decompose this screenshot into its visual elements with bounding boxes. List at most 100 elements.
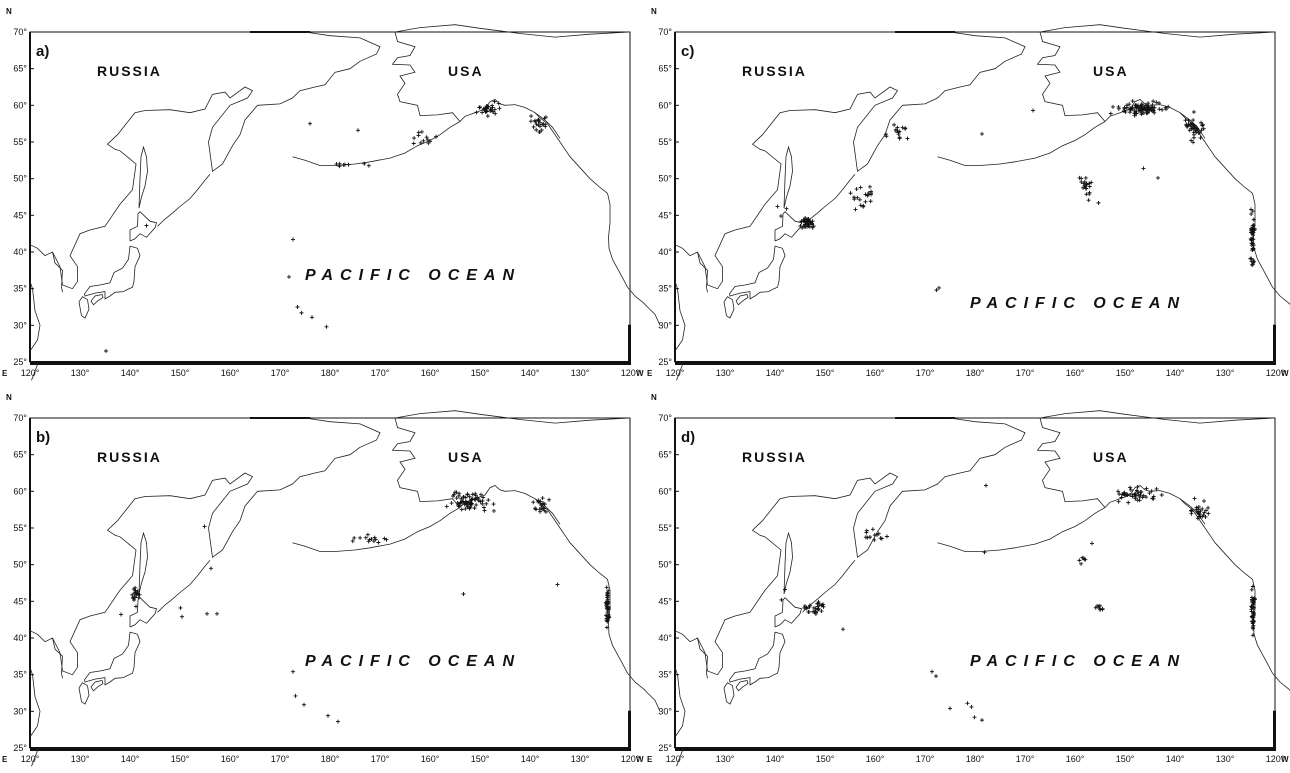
lon-tick-label: 150° — [1116, 754, 1135, 764]
earthquake-marker — [853, 207, 858, 212]
lat-tick-label: 65° — [13, 450, 27, 460]
earthquake-marker — [538, 502, 543, 507]
earthquake-marker — [541, 122, 546, 127]
earthquake-marker — [449, 501, 454, 506]
earthquake-marker — [119, 612, 123, 617]
lat-tick-label: 45° — [13, 210, 27, 220]
earthquake-marker — [538, 499, 543, 504]
earthquake-marker — [539, 128, 544, 133]
coastline-china — [674, 667, 686, 738]
earthquake-marker — [984, 483, 988, 488]
earthquake-marker — [872, 533, 877, 538]
panel-label: d) — [681, 429, 695, 446]
lat-tick-label: 65° — [658, 450, 672, 460]
earthquake-marker — [1128, 108, 1133, 113]
earthquake-marker — [897, 135, 902, 140]
coastline-kurils — [802, 174, 856, 227]
lon-tick-label: 130° — [71, 754, 90, 764]
lat-tick-label: 65° — [13, 64, 27, 74]
lon-tick-label: 140° — [121, 754, 140, 764]
frame-left-bar — [674, 32, 676, 362]
lon-tick-label: 130° — [1216, 754, 1235, 764]
earthquake-marker — [1130, 494, 1135, 499]
earthquake-marker — [1141, 166, 1146, 171]
earthquake-marker — [491, 508, 496, 513]
earthquake-marker — [1157, 101, 1162, 106]
earthquake-marker — [1110, 104, 1115, 109]
earthquake-marker — [1150, 102, 1155, 107]
earthquake-marker — [421, 138, 426, 143]
earthquake-marker — [205, 611, 209, 616]
earthquake-marker — [496, 101, 501, 106]
map-frame — [29, 31, 631, 363]
earthquake-marker — [365, 532, 370, 537]
earthquake-marker — [1079, 176, 1084, 181]
earthquake-marker — [1250, 633, 1255, 638]
coastline-koreaW — [697, 637, 708, 679]
coastline-asiaMain — [29, 31, 381, 290]
earthquake-marker — [476, 498, 481, 503]
lon-tick-label: 140° — [1166, 368, 1185, 378]
earthquake-marker — [1251, 223, 1256, 228]
lon-tick-label: 120° — [1266, 754, 1285, 764]
earthquake-marker — [1135, 498, 1140, 503]
coastline-kurils — [802, 560, 856, 613]
panel-label: a) — [36, 43, 49, 60]
earthquake-marker — [1251, 618, 1256, 623]
earthquake-marker — [1250, 246, 1255, 251]
earthquake-marker — [805, 221, 810, 226]
frame-right-bar — [628, 324, 631, 365]
earthquake-marker — [1097, 606, 1102, 611]
earthquake-marker — [1135, 489, 1140, 494]
lon-tick-label: 140° — [766, 368, 785, 378]
frame-bottom-bar — [675, 361, 1275, 365]
coastline-aleutians — [937, 121, 1106, 166]
earthquake-marker — [337, 161, 342, 166]
earthquake-marker — [492, 99, 497, 104]
earthquake-marker — [811, 605, 816, 610]
earthquake-marker — [604, 585, 609, 590]
lat-tick-label: 55° — [13, 523, 27, 533]
earthquake-marker — [310, 315, 314, 320]
earthquake-marker — [529, 114, 534, 119]
earthquake-marker — [1196, 511, 1201, 516]
lon-tick-label: 180° — [966, 754, 985, 764]
earthquake-marker — [1100, 606, 1105, 611]
earthquake-marker — [1097, 603, 1102, 608]
earthquake-marker — [1087, 184, 1092, 189]
earthquake-marker — [1202, 499, 1207, 504]
earthquake-marker — [806, 224, 811, 229]
earthquake-marker — [454, 496, 459, 501]
coastline-koreaW — [52, 251, 63, 293]
earthquake-marker — [534, 122, 539, 127]
earthquake-marker — [1093, 605, 1098, 610]
lon-tick-label: 130° — [716, 754, 735, 764]
earthquake-marker — [537, 130, 542, 135]
earthquake-marker — [1159, 493, 1164, 498]
earthquake-marker — [883, 132, 888, 137]
earthquake-marker — [484, 501, 489, 506]
earthquake-marker — [474, 502, 479, 507]
lon-tick-label: 170° — [1016, 368, 1035, 378]
earthquake-marker — [605, 604, 610, 609]
earthquake-marker — [605, 601, 610, 606]
earthquake-points — [104, 99, 548, 353]
coastline-shikoku — [90, 680, 104, 692]
earthquake-marker — [1189, 509, 1194, 514]
lon-tick-label: 150° — [1116, 368, 1135, 378]
lon-tick-label: 140° — [521, 368, 540, 378]
earthquake-marker — [863, 535, 868, 540]
north-label: N — [651, 7, 657, 16]
earthquake-marker — [426, 141, 431, 146]
earthquake-marker — [1134, 103, 1139, 108]
earthquake-marker — [424, 135, 429, 140]
earthquake-marker — [1133, 491, 1138, 496]
earthquake-marker — [972, 715, 977, 720]
coastline-asiaMain — [674, 31, 1026, 290]
earthquake-marker — [1200, 506, 1205, 511]
frame-top-bar — [895, 31, 955, 33]
usa-label: USA — [1093, 63, 1129, 79]
earthquake-marker — [1251, 605, 1256, 610]
earthquake-marker — [465, 502, 470, 507]
earthquake-marker — [905, 136, 910, 141]
